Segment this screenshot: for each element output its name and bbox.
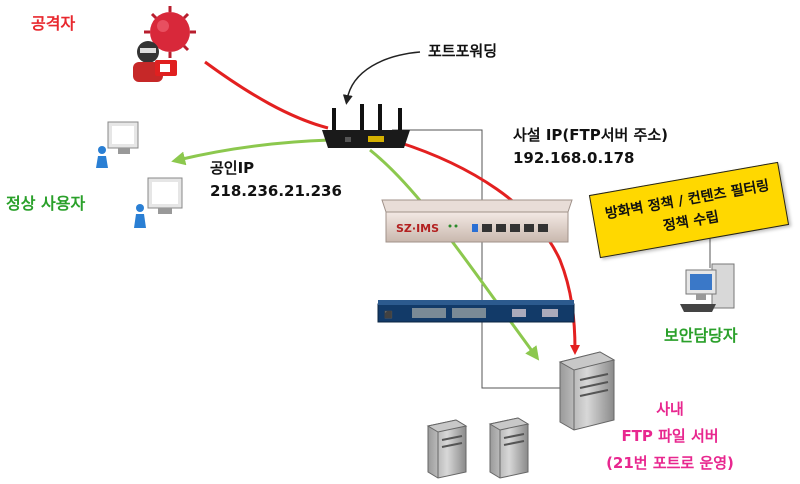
port-forward-arrow xyxy=(342,51,421,105)
private-ip-address: 192.168.0.178 xyxy=(513,149,635,167)
admin-pc-icon xyxy=(680,263,735,312)
attack-path-to-router xyxy=(204,60,329,130)
svg-text:⬛: ⬛ xyxy=(384,310,393,319)
wiring-lines xyxy=(392,129,711,389)
server-icon xyxy=(426,419,468,479)
server-icon xyxy=(488,417,530,479)
public-ip-address: 218.236.21.236 xyxy=(210,182,342,200)
normal-user-label: 정상 사용자 xyxy=(6,194,86,213)
normal-path-to-user xyxy=(171,138,331,166)
firewall-icon: SZ·IMS xyxy=(381,199,573,243)
server-icon xyxy=(558,351,616,431)
ftp-server-caption-line1: 사내 xyxy=(656,400,684,418)
public-ip-title: 공인IP xyxy=(210,159,255,177)
port-forwarding-label: 포트포워딩 xyxy=(428,42,498,60)
hacker-icon xyxy=(133,41,177,82)
router-icon xyxy=(322,104,410,148)
monitor-icon xyxy=(96,121,183,228)
private-ip-title: 사설 IP(FTP서버 주소) xyxy=(513,126,669,144)
switch-icon: ⬛ xyxy=(377,300,575,323)
ftp-server-caption-line2: FTP 파일 서버 xyxy=(621,427,719,445)
attacker-label: 공격자 xyxy=(31,14,76,33)
svg-text:SZ·IMS: SZ·IMS xyxy=(396,222,439,235)
security-admin-label: 보안담당자 xyxy=(664,326,738,345)
ftp-server-caption-line3: (21번 포트로 운영) xyxy=(606,454,734,472)
normal-path-to-server xyxy=(369,148,540,361)
